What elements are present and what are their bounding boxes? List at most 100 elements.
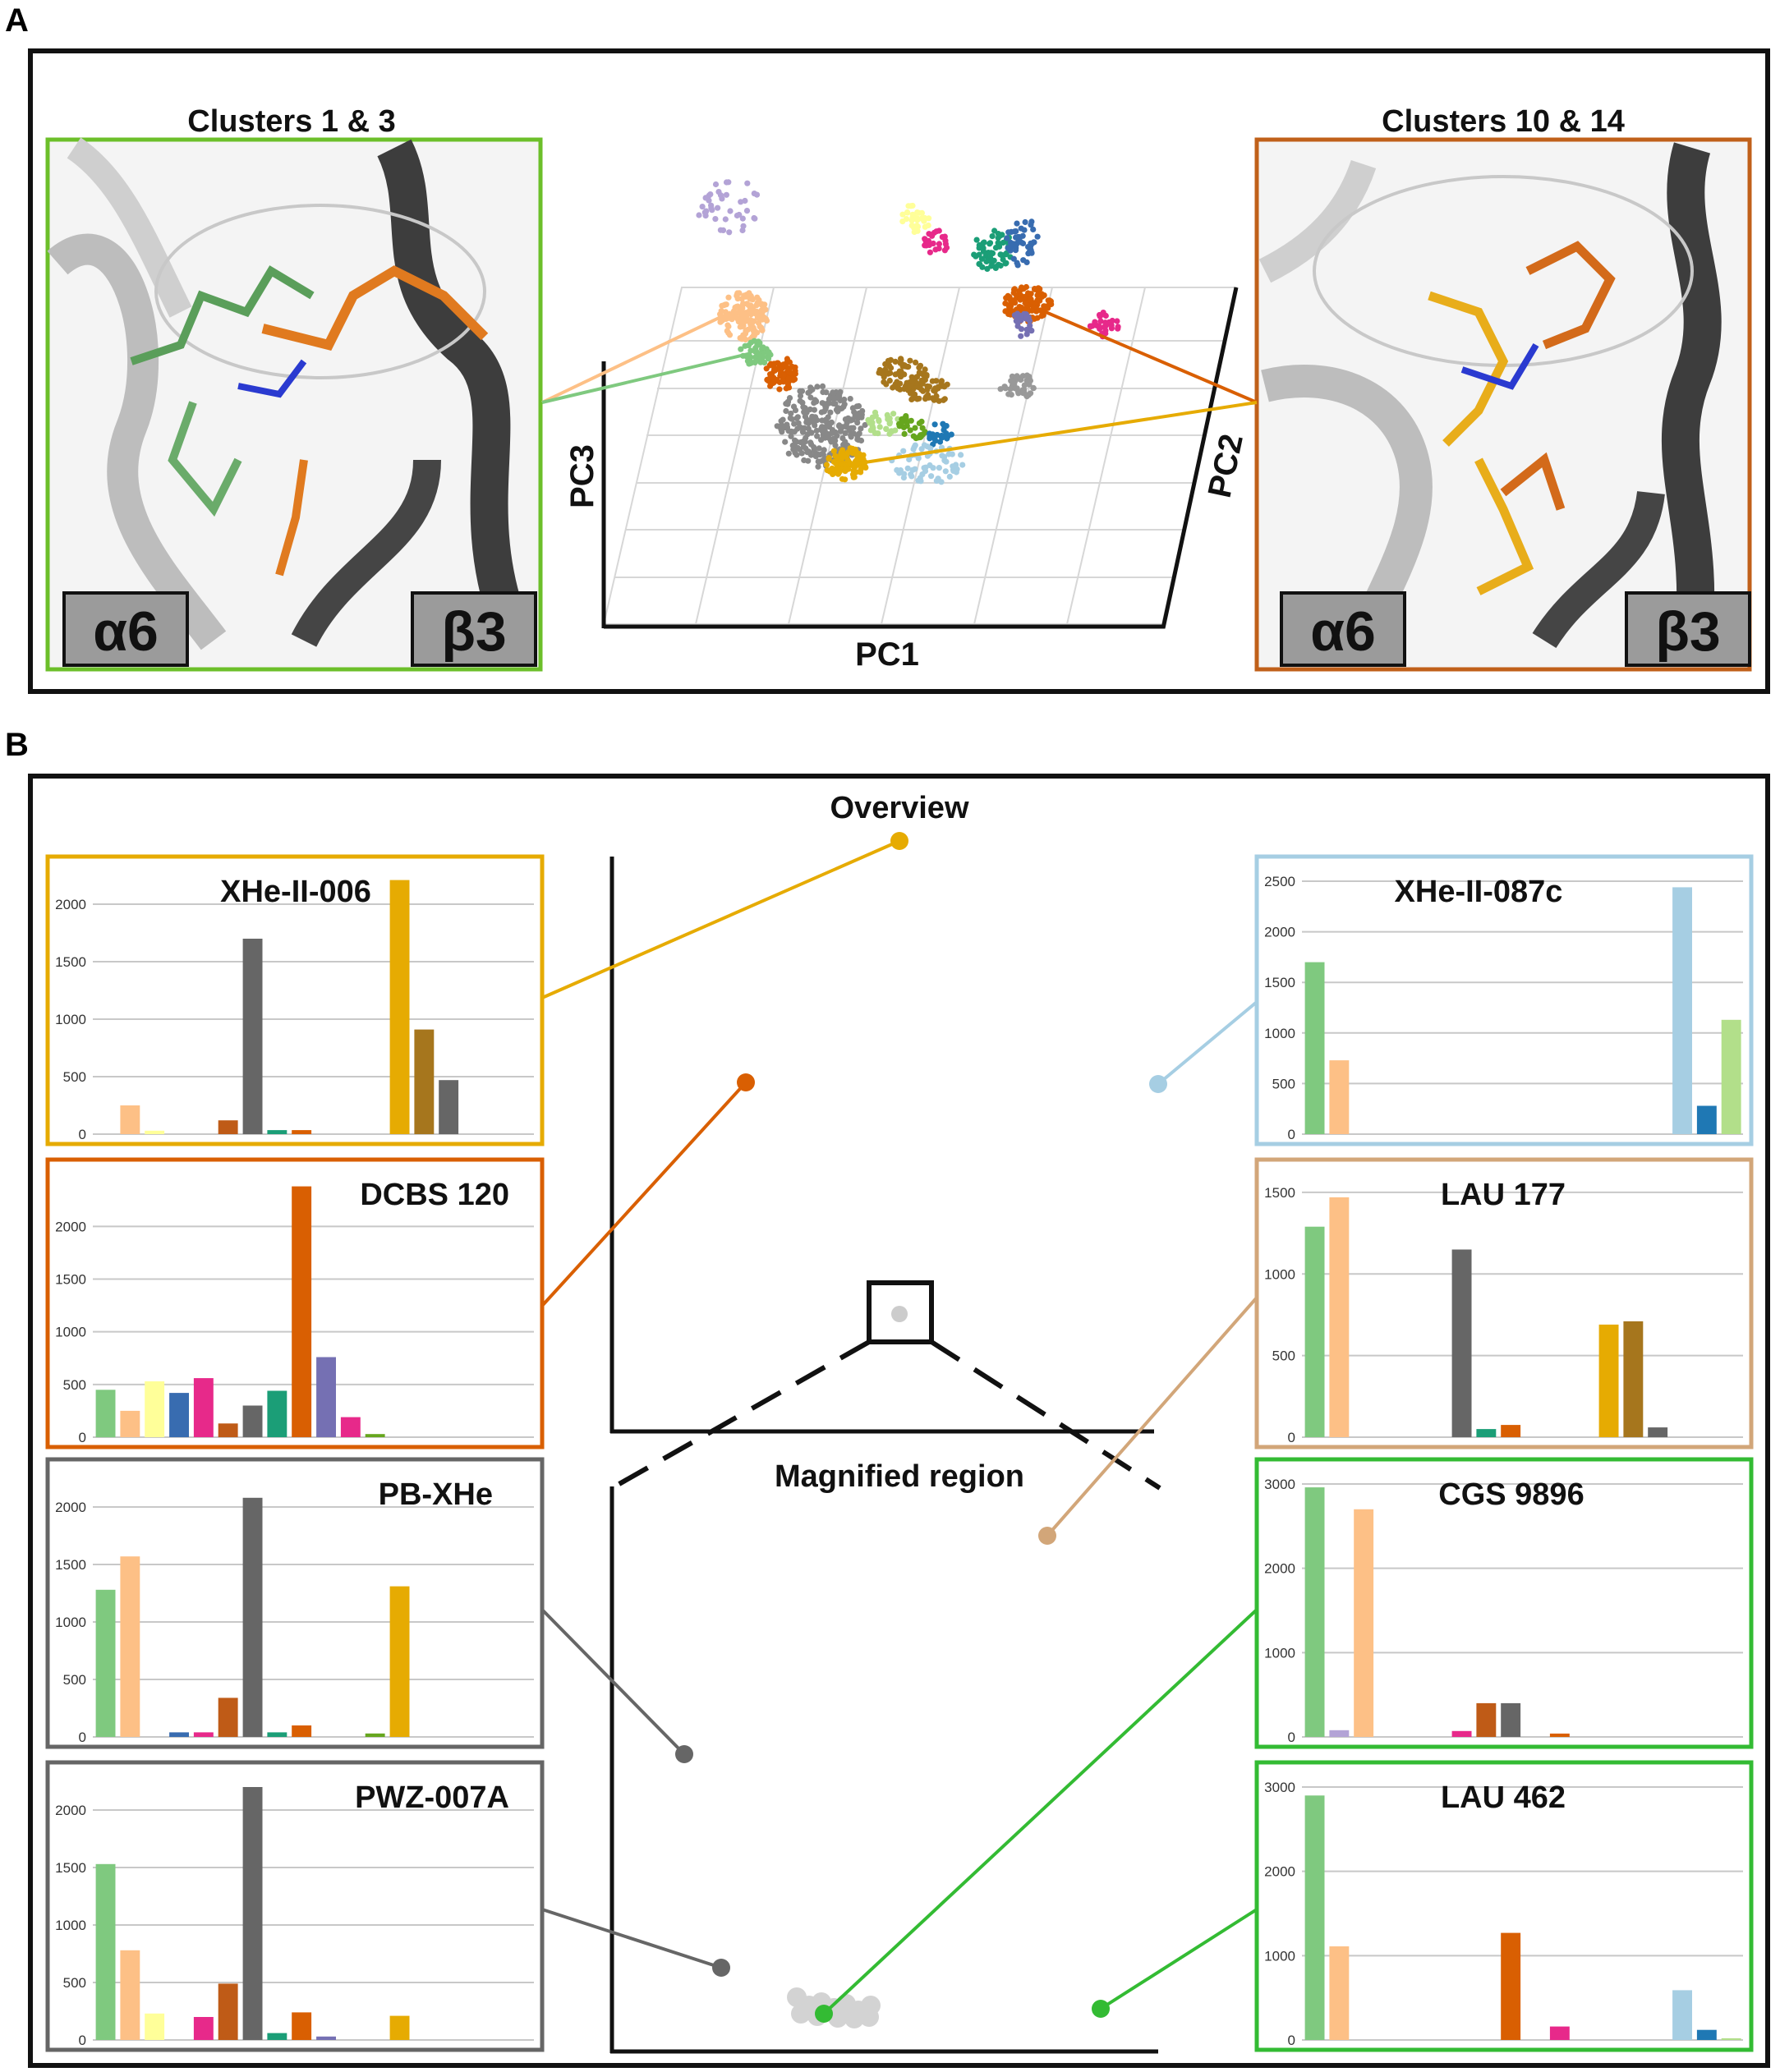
pca-point: [904, 422, 910, 430]
bar: [1648, 1427, 1668, 1437]
pca-point: [1019, 240, 1027, 246]
pca-point: [882, 366, 889, 373]
bar: [145, 2013, 165, 2040]
bar: [218, 1423, 238, 1437]
pca-point: [696, 212, 702, 218]
connector-left-orange: [541, 310, 732, 404]
y-tick-label: 2500: [1264, 874, 1295, 889]
pca-point: [788, 433, 794, 439]
panel-b-label: B: [5, 727, 29, 763]
bar: [145, 1381, 165, 1437]
bar: [1696, 2029, 1717, 2040]
bar: [193, 2017, 214, 2040]
pca-point: [1014, 260, 1020, 266]
bar: [292, 1130, 312, 1134]
pca-point: [917, 434, 924, 441]
pca-point: [847, 396, 853, 402]
pca-point: [898, 374, 904, 380]
y-tick-label: 0: [79, 1430, 86, 1445]
pca-point: [814, 417, 821, 424]
connector-left-green: [541, 351, 752, 404]
bar: [1721, 1019, 1741, 1134]
pca-point: [737, 335, 743, 342]
pca-point: [997, 386, 1004, 393]
pca-point: [821, 401, 828, 407]
y-tick-label: 500: [63, 1069, 86, 1085]
bar: [1329, 1730, 1350, 1737]
compound-connectors: [540, 832, 1258, 2023]
pca-3d-plot: PC1 PC3 PC2: [541, 179, 1258, 673]
pca-point: [747, 339, 754, 346]
pca-point: [1030, 226, 1037, 232]
bar: [389, 1586, 410, 1737]
pca-point: [1011, 287, 1018, 293]
pca-label-pc3: PC3: [564, 444, 600, 508]
pca-point: [1005, 245, 1011, 251]
pca-point: [807, 406, 813, 413]
zoom-dash-right: [930, 1339, 1161, 1491]
bar: [340, 1417, 361, 1437]
pca-point: [1008, 300, 1014, 306]
pca-cluster-points: [696, 179, 1121, 485]
pca-point: [1097, 318, 1104, 324]
pca-point: [988, 263, 995, 269]
pca-point: [797, 393, 804, 399]
pca-point: [931, 385, 939, 392]
pca-point: [921, 465, 927, 471]
pca-point: [839, 435, 846, 442]
bar: [1672, 1990, 1692, 2040]
pca-point: [1087, 323, 1093, 329]
pca-point: [908, 417, 914, 424]
pca-point: [822, 424, 829, 430]
pca-point: [764, 349, 770, 356]
pca-point: [743, 318, 749, 324]
y-tick-label: 1500: [55, 954, 86, 970]
pca-point: [706, 197, 712, 204]
pca-point: [907, 357, 913, 364]
pca-point: [812, 398, 820, 405]
y-tick-label: 1500: [1264, 975, 1295, 990]
pca-point: [885, 416, 891, 423]
pca-point: [788, 410, 794, 417]
pca-point: [835, 393, 843, 400]
pca-point: [725, 329, 732, 336]
pca-point: [1023, 377, 1030, 384]
pca-point: [1016, 304, 1023, 310]
y-tick-label: 0: [79, 2033, 86, 2048]
pca-point: [761, 359, 768, 366]
pca-point: [742, 197, 748, 204]
pca-point: [834, 454, 840, 461]
pca-point: [712, 181, 720, 188]
pca-point: [807, 452, 815, 458]
bar: [1329, 1197, 1350, 1437]
pca-point: [933, 228, 940, 235]
pca-point: [788, 429, 795, 435]
pca-point: [915, 477, 922, 484]
pca-point: [926, 215, 932, 222]
bar: [242, 1787, 263, 2040]
pca-point: [830, 400, 837, 407]
pca-point: [826, 456, 832, 462]
pca-point: [929, 395, 936, 402]
pca-point: [942, 468, 949, 475]
pca-point: [1014, 234, 1021, 241]
pca-point: [923, 373, 930, 379]
pca-point: [913, 223, 920, 229]
pca-point: [757, 340, 763, 347]
pca-point: [762, 315, 770, 322]
pca-point: [1004, 235, 1010, 241]
bar: [1304, 1226, 1325, 1437]
y-tick-label: 2000: [55, 1803, 86, 1818]
left-structure-image: α6 β3: [45, 137, 543, 672]
pca-point: [722, 301, 729, 308]
pca-point: [876, 424, 883, 430]
bar: [1476, 1702, 1497, 1737]
pca-point: [941, 453, 948, 461]
pca-point: [842, 476, 849, 483]
pca-point: [725, 294, 732, 301]
pca-point: [780, 372, 788, 379]
pca-point: [780, 361, 787, 368]
pca-point: [758, 324, 765, 331]
left-structure-title: Clusters 1 & 3: [187, 104, 395, 139]
